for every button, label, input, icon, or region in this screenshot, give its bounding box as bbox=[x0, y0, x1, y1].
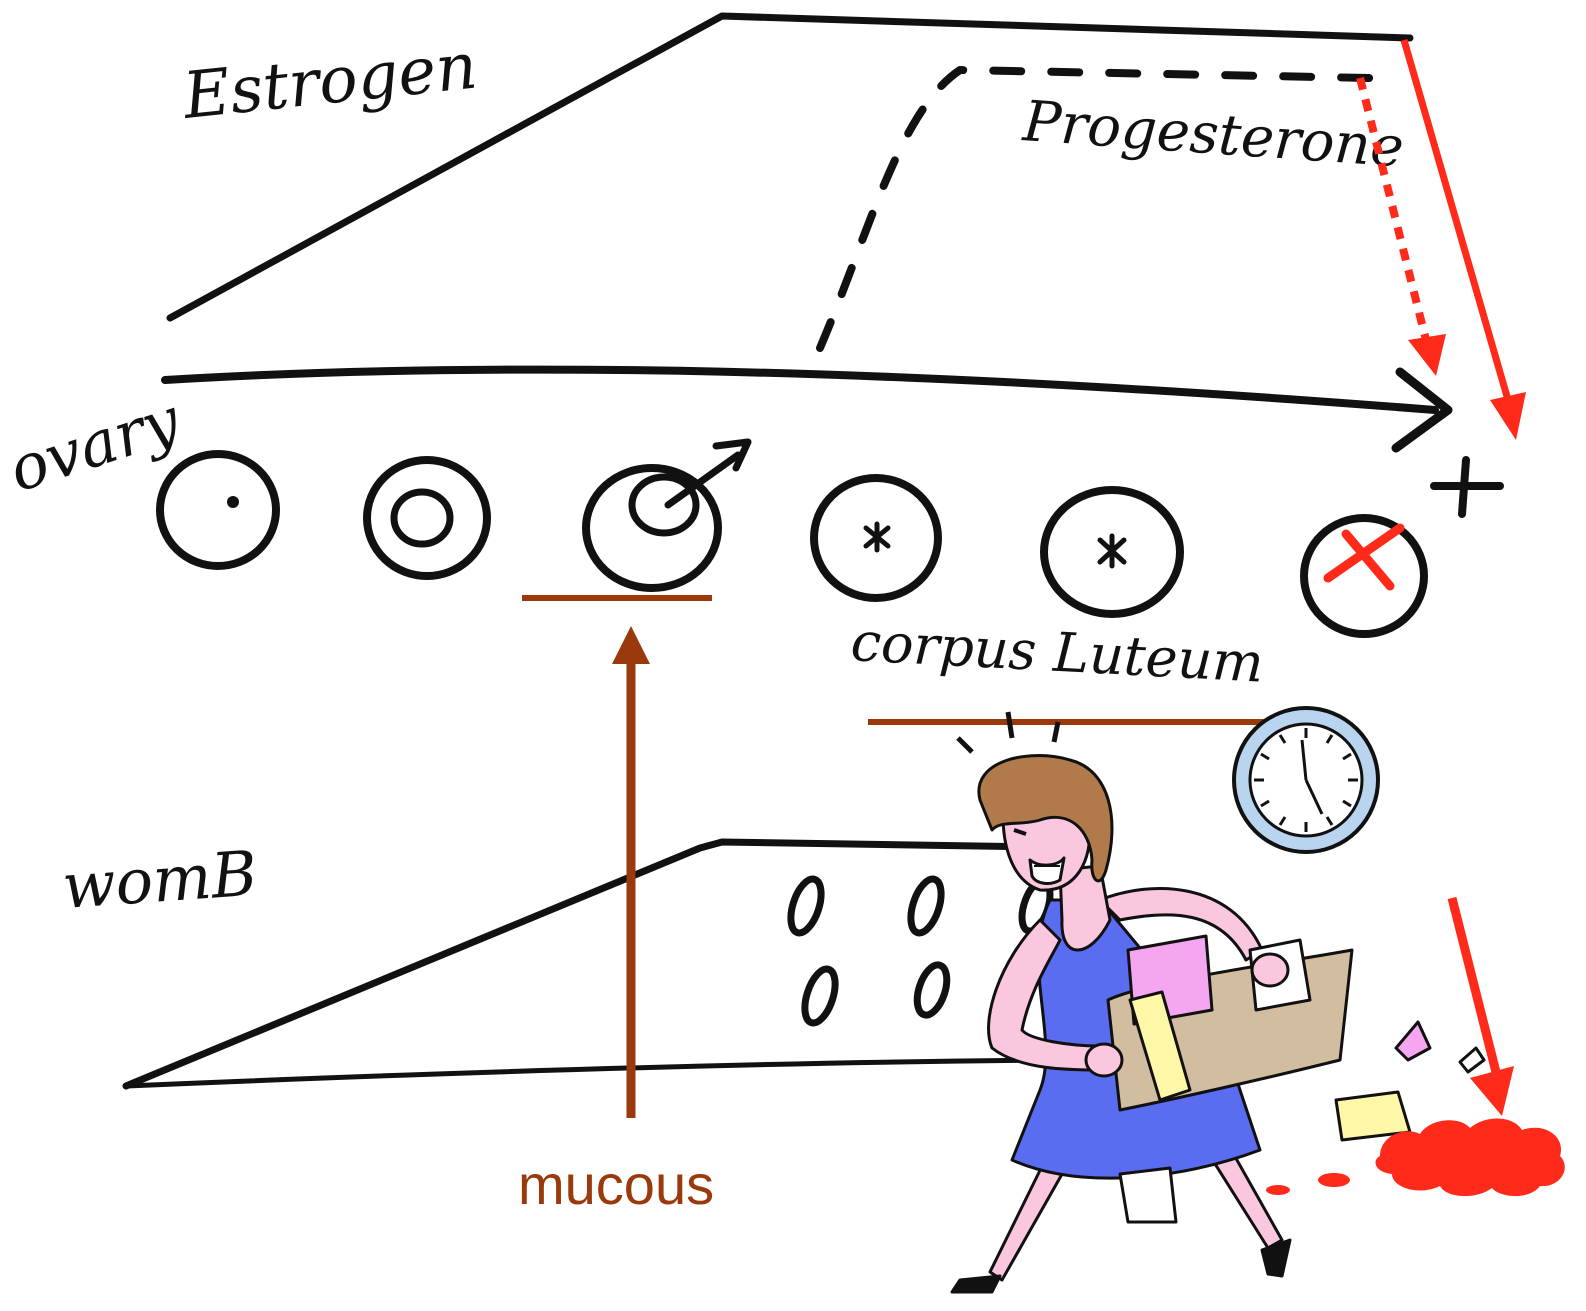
progesterone-label: Progesterone bbox=[1020, 89, 1406, 181]
bleeding-arrowhead bbox=[1470, 1066, 1514, 1116]
corpus-luteum-degenerated bbox=[1300, 514, 1428, 638]
bleeding-arrow bbox=[1447, 896, 1503, 1082]
progesterone-drop-arrow bbox=[1356, 77, 1430, 341]
progesterone-curve bbox=[816, 66, 1374, 352]
ovary-time-axis-arrowhead bbox=[1391, 367, 1453, 453]
woman-with-folder-clipart bbox=[950, 711, 1486, 1294]
mucous-arrow-head bbox=[612, 626, 650, 664]
follicle-stage-2 bbox=[363, 456, 491, 580]
clock-icon bbox=[1232, 706, 1380, 854]
estrogen-label: Estrogen bbox=[179, 30, 481, 134]
corpus-luteum-label: corpus Luteum bbox=[849, 610, 1265, 695]
womb-lining-base bbox=[123, 1057, 1063, 1089]
estrogen-curve bbox=[166, 12, 1414, 322]
womb-glands bbox=[787, 875, 1054, 1027]
follicle-stage-1 bbox=[156, 450, 280, 570]
womb-lining-top bbox=[122, 838, 1104, 1090]
progesterone-drop-arrowhead bbox=[1408, 334, 1446, 376]
womb-label: womB bbox=[60, 837, 259, 923]
estrogen-drop-arrowhead bbox=[1490, 392, 1526, 440]
blood-pool-icon bbox=[1266, 1118, 1565, 1197]
estrogen-drop-arrow bbox=[1400, 39, 1512, 401]
mucous-label: mucous bbox=[518, 1153, 714, 1216]
follicle-stage-3-ovulation bbox=[582, 438, 752, 592]
corpus-luteum-stage-2 bbox=[1040, 486, 1184, 618]
corpus-luteum-stage-1 bbox=[810, 474, 942, 602]
ovary-time-axis bbox=[161, 365, 1439, 414]
plus-mark bbox=[1430, 456, 1504, 518]
